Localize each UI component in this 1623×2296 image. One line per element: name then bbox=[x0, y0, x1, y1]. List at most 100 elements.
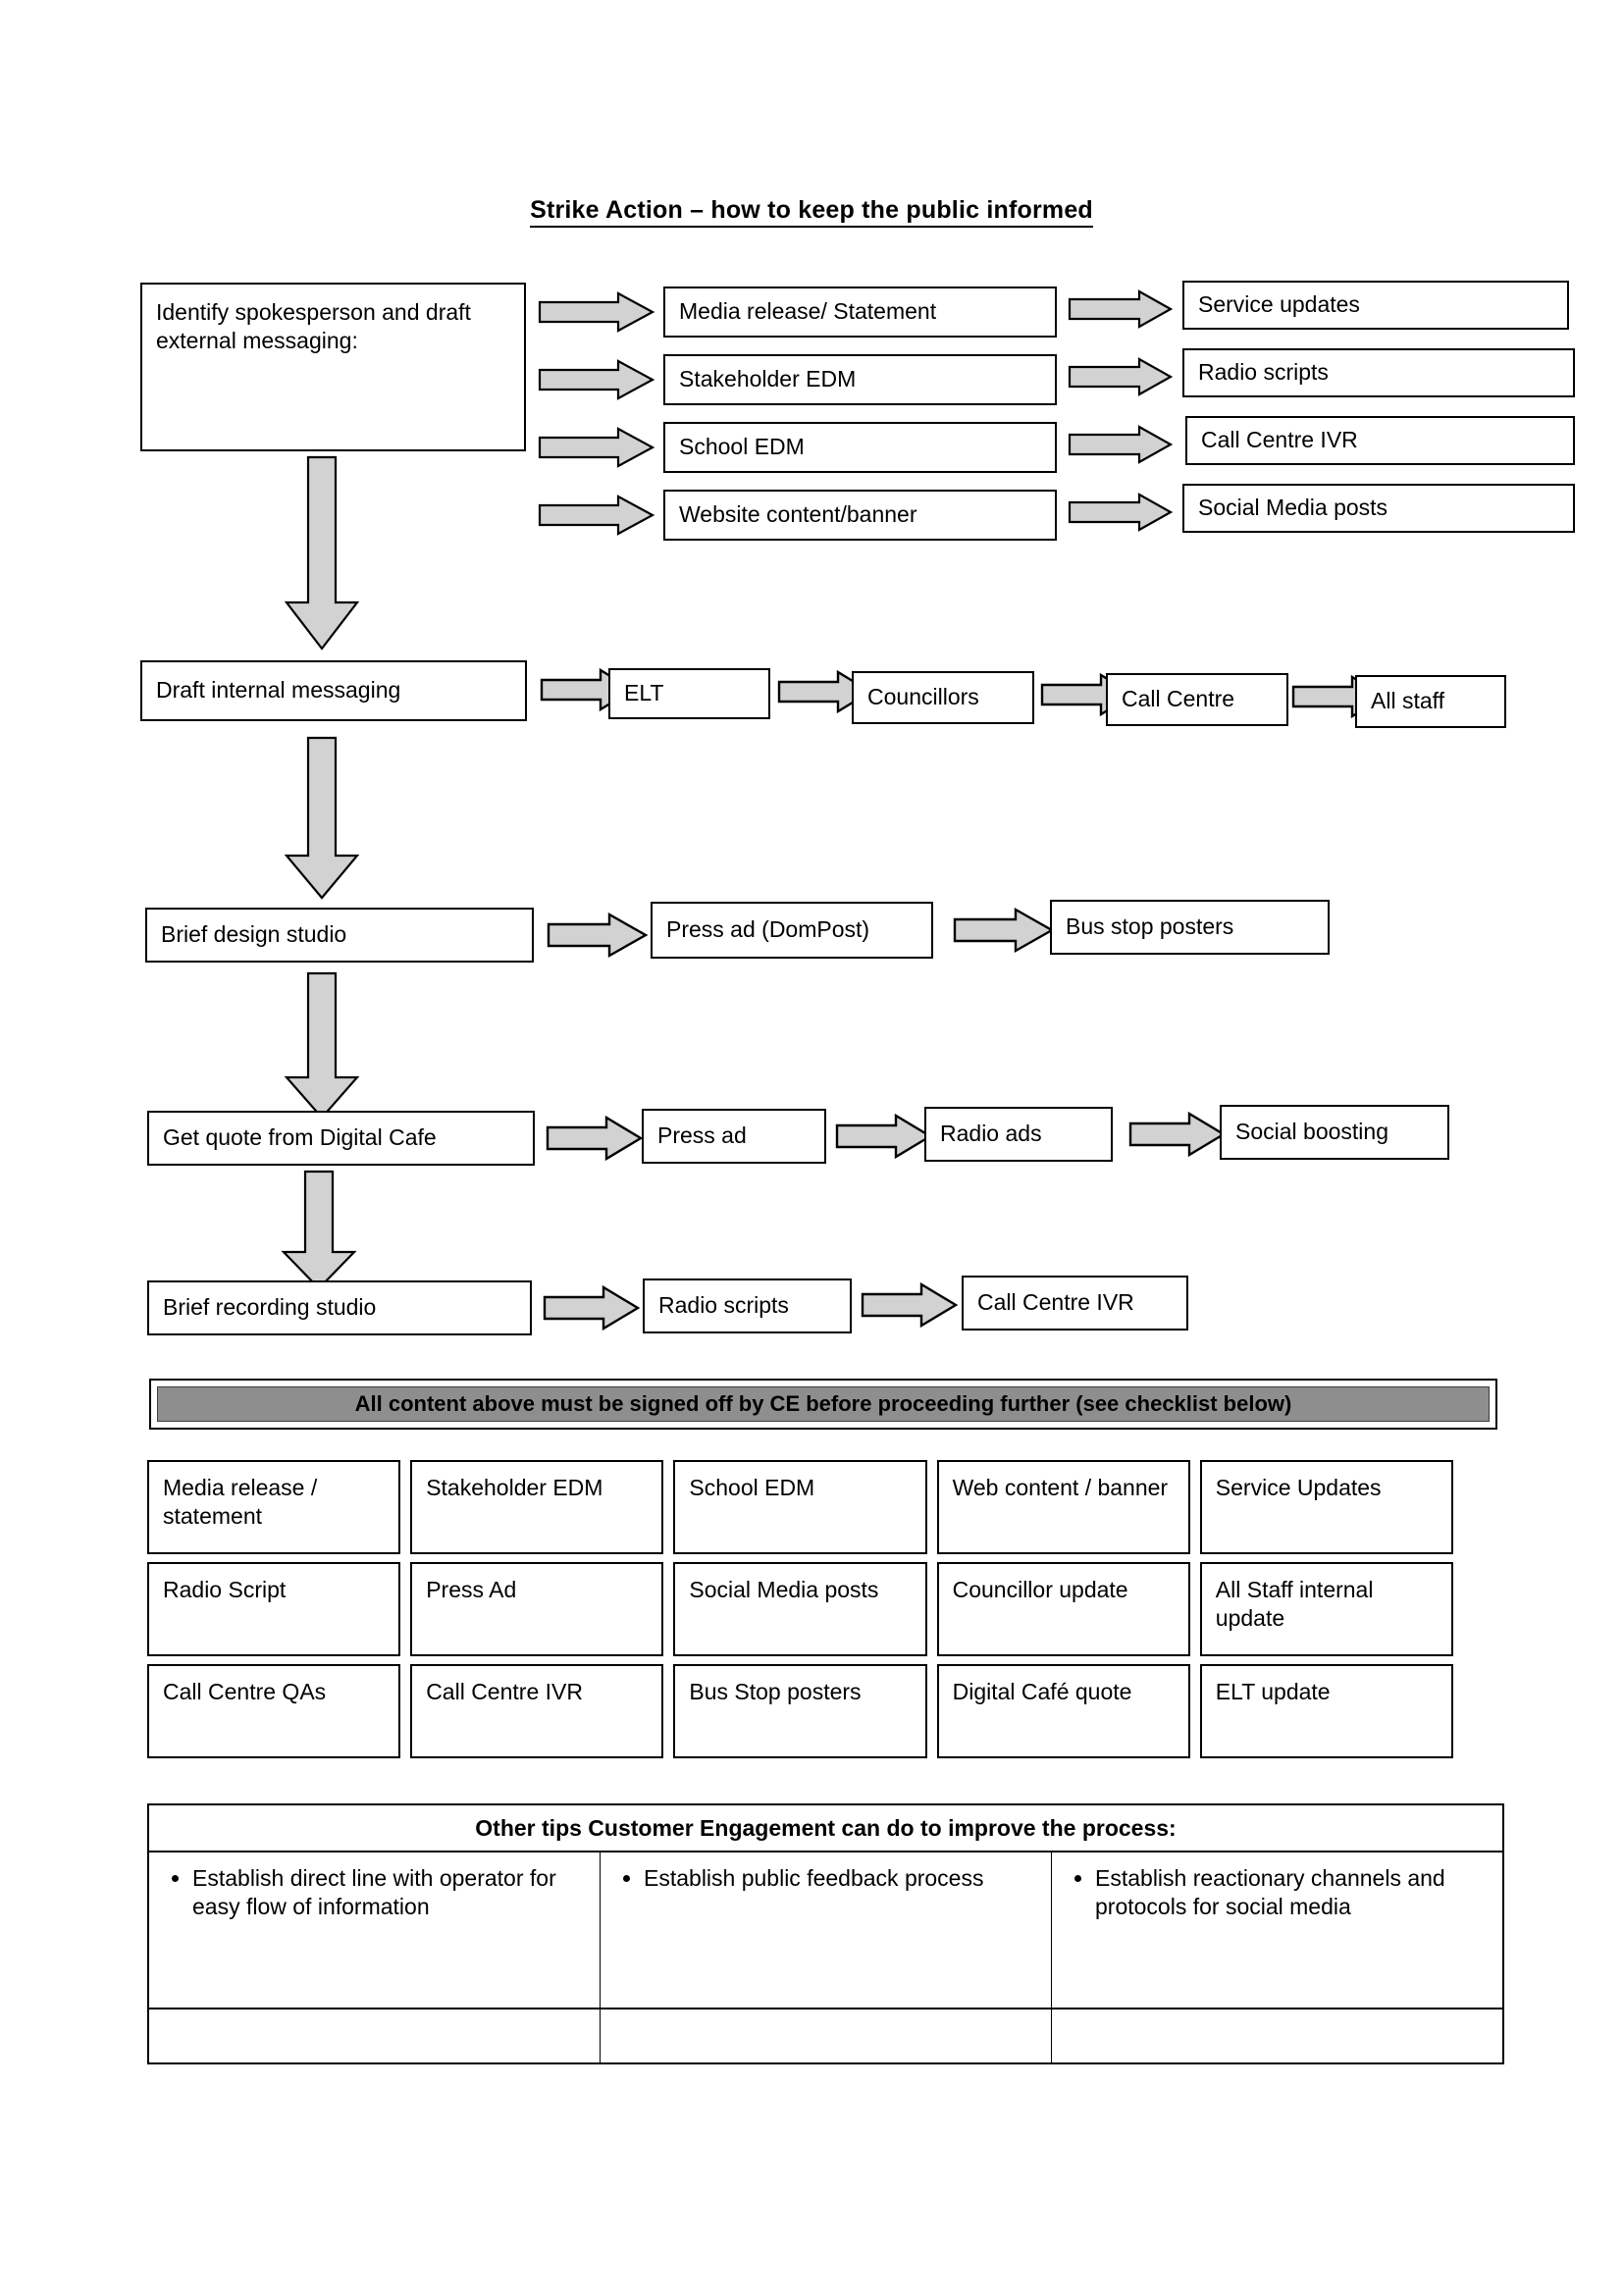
checklist-item-label: Web content / banner bbox=[952, 1475, 1169, 1500]
arrow-right-icon bbox=[1068, 492, 1174, 533]
output-label: School EDM bbox=[679, 434, 805, 460]
tips-row-empty bbox=[149, 2009, 1502, 2064]
chain-box-call-centre-ivr: Call Centre IVR bbox=[962, 1276, 1188, 1331]
step-get-quote-digital-cafe: Get quote from Digital Cafe bbox=[147, 1111, 535, 1166]
step-label: Draft internal messaging bbox=[156, 677, 401, 704]
output-label: Radio scripts bbox=[1198, 359, 1329, 386]
checklist-item[interactable]: Stakeholder EDM bbox=[410, 1460, 664, 1554]
tips-item-label: Establish public feedback process bbox=[644, 1864, 1041, 1893]
checklist-item[interactable]: Call Centre QAs bbox=[147, 1664, 401, 1758]
checklist-item-label: Bus Stop posters bbox=[689, 1679, 862, 1704]
arrow-down-icon bbox=[283, 455, 361, 652]
tips-cell-empty bbox=[149, 2009, 601, 2064]
output-label: Call Centre IVR bbox=[1201, 427, 1358, 453]
output-label: Stakeholder EDM bbox=[679, 366, 857, 392]
step-draft-internal-messaging: Draft internal messaging bbox=[140, 660, 527, 721]
checklist-item-label: Media release / statement bbox=[163, 1475, 318, 1530]
checklist-item[interactable]: Web content / banner bbox=[936, 1460, 1190, 1554]
arrow-right-icon bbox=[546, 1114, 644, 1163]
checklist-item-label: All Staff internal update bbox=[1215, 1577, 1374, 1632]
chain-box-press-ad: Press ad bbox=[642, 1109, 826, 1164]
output-box-stakeholder-edm: Stakeholder EDM bbox=[663, 354, 1057, 405]
chain-label: Councillors bbox=[867, 684, 979, 710]
chain-label: Press ad (DomPost) bbox=[666, 916, 870, 943]
checklist-item[interactable]: All Staff internal update bbox=[1199, 1562, 1453, 1656]
checklist-item[interactable]: Digital Café quote bbox=[936, 1664, 1190, 1758]
signoff-banner-inner: All content above must be signed off by … bbox=[157, 1386, 1490, 1422]
arrow-right-icon bbox=[538, 290, 655, 334]
step-identify-spokesperson: Identify spokesperson and draft external… bbox=[140, 283, 526, 451]
chain-box-social-boosting: Social boosting bbox=[1220, 1105, 1449, 1160]
arrow-right-icon bbox=[543, 1283, 641, 1332]
step-identify-spokesperson-label: Identify spokesperson and draft external… bbox=[156, 299, 471, 354]
checklist-item[interactable]: Radio Script bbox=[147, 1562, 401, 1656]
arrow-right-icon bbox=[835, 1112, 933, 1161]
chain-label: Radio scripts bbox=[658, 1292, 789, 1319]
chain-box-radio-ads: Radio ads bbox=[924, 1107, 1113, 1162]
checklist-grid: Media release / statement Stakeholder ED… bbox=[147, 1460, 1453, 1758]
tips-cell: Establish reactionary channels and proto… bbox=[1052, 1852, 1502, 2008]
chain-label: Call Centre bbox=[1122, 686, 1235, 712]
arrow-right-icon bbox=[1068, 424, 1174, 465]
step-brief-recording-studio: Brief recording studio bbox=[147, 1280, 532, 1335]
page-title-text: Strike Action – how to keep the public i… bbox=[530, 196, 1093, 228]
tips-table-body: Establish direct line with operator for … bbox=[147, 1852, 1504, 2064]
checklist-item[interactable]: Social Media posts bbox=[673, 1562, 927, 1656]
chain-box-bus-stop-posters: Bus stop posters bbox=[1050, 900, 1330, 955]
checklist-item[interactable]: Media release / statement bbox=[147, 1460, 401, 1554]
chain-box-press-ad-dompost: Press ad (DomPost) bbox=[651, 902, 933, 959]
checklist-item-label: Councillor update bbox=[952, 1577, 1128, 1602]
output-box-service-updates: Service updates bbox=[1182, 281, 1569, 330]
output-box-radio-scripts: Radio scripts bbox=[1182, 348, 1575, 397]
checklist-item-label: Digital Café quote bbox=[952, 1679, 1132, 1704]
checklist-item[interactable]: Service Updates bbox=[1199, 1460, 1453, 1554]
arrow-down-icon bbox=[283, 736, 361, 901]
signoff-banner: All content above must be signed off by … bbox=[149, 1379, 1497, 1430]
checklist-item[interactable]: ELT update bbox=[1199, 1664, 1453, 1758]
output-label: Website content/banner bbox=[679, 501, 917, 528]
checklist-item-label: Radio Script bbox=[163, 1577, 287, 1602]
checklist-item[interactable]: Press Ad bbox=[410, 1562, 664, 1656]
chain-box-call-centre: Call Centre bbox=[1106, 673, 1288, 726]
output-label: Social Media posts bbox=[1198, 495, 1388, 521]
checklist-item-label: Service Updates bbox=[1215, 1475, 1382, 1500]
step-label: Brief recording studio bbox=[163, 1294, 377, 1321]
checklist-item-label: Social Media posts bbox=[689, 1577, 879, 1602]
output-box-website-content: Website content/banner bbox=[663, 490, 1057, 541]
tips-row: Establish direct line with operator for … bbox=[149, 1852, 1502, 2009]
arrow-right-icon bbox=[538, 494, 655, 537]
arrow-right-icon bbox=[953, 906, 1055, 955]
checklist-item-label: Press Ad bbox=[426, 1577, 517, 1602]
output-box-social-media-posts: Social Media posts bbox=[1182, 484, 1575, 533]
checklist-item[interactable]: School EDM bbox=[673, 1460, 927, 1554]
arrow-right-icon bbox=[861, 1280, 959, 1330]
checklist-item[interactable]: Bus Stop posters bbox=[673, 1664, 927, 1758]
arrow-right-icon bbox=[538, 426, 655, 469]
step-label: Get quote from Digital Cafe bbox=[163, 1124, 437, 1151]
output-box-school-edm: School EDM bbox=[663, 422, 1057, 473]
signoff-text: All content above must be signed off by … bbox=[354, 1391, 1292, 1416]
chain-label: Radio ads bbox=[940, 1121, 1042, 1147]
step-label: Brief design studio bbox=[161, 921, 347, 948]
chain-box-councillors: Councillors bbox=[852, 671, 1034, 724]
output-box-media-release: Media release/ Statement bbox=[663, 287, 1057, 338]
chain-label: Press ad bbox=[657, 1122, 747, 1149]
chain-box-elt: ELT bbox=[608, 668, 770, 719]
chain-label: ELT bbox=[624, 680, 664, 706]
step-brief-design-studio: Brief design studio bbox=[145, 908, 534, 963]
arrow-right-icon bbox=[547, 911, 649, 960]
checklist-item-label: Call Centre IVR bbox=[426, 1679, 583, 1704]
checklist-item-label: School EDM bbox=[689, 1475, 815, 1500]
output-label: Media release/ Statement bbox=[679, 298, 937, 325]
tips-cell-empty bbox=[1052, 2009, 1502, 2064]
arrow-down-icon bbox=[283, 971, 361, 1121]
tips-cell: Establish public feedback process bbox=[601, 1852, 1052, 2008]
page-title: Strike Action – how to keep the public i… bbox=[0, 196, 1623, 228]
checklist-item-label: ELT update bbox=[1215, 1679, 1331, 1704]
checklist-item[interactable]: Councillor update bbox=[936, 1562, 1190, 1656]
checklist-item[interactable]: Call Centre IVR bbox=[410, 1664, 664, 1758]
arrow-down-icon bbox=[280, 1170, 358, 1291]
arrow-right-icon bbox=[538, 358, 655, 401]
tips-heading-label: Other tips Customer Engagement can do to… bbox=[475, 1814, 1177, 1841]
